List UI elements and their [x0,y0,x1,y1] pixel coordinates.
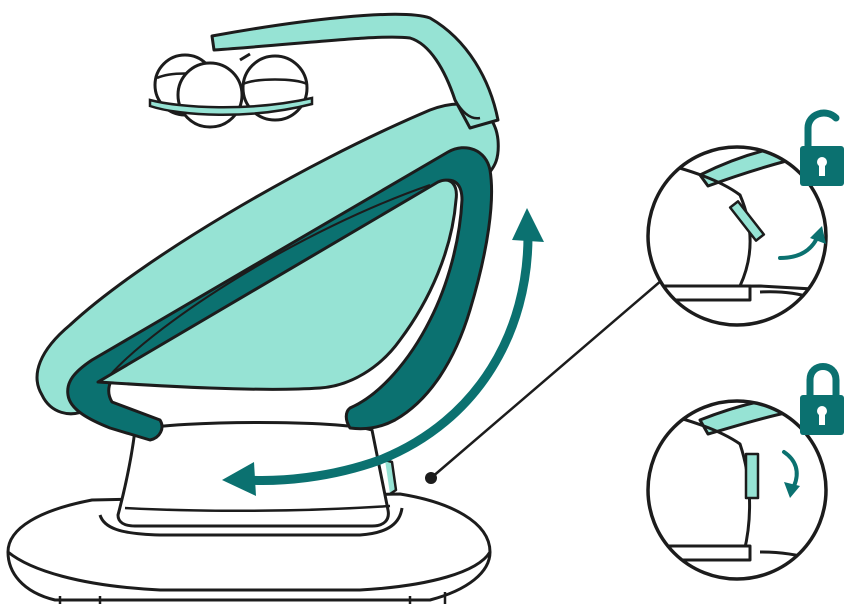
hanging-toys [148,52,314,129]
seat-frame [35,102,500,442]
recline-arrow [222,208,544,496]
locked-padlock-icon [800,363,844,435]
seat-pedestal [116,421,398,528]
rotate-down-arrow [782,450,800,498]
callout-pointer [425,279,663,484]
toy-bar [210,12,500,130]
unlocked-padlock-icon [800,109,844,186]
rotate-up-arrow [778,226,826,260]
detail-locked [646,399,828,581]
